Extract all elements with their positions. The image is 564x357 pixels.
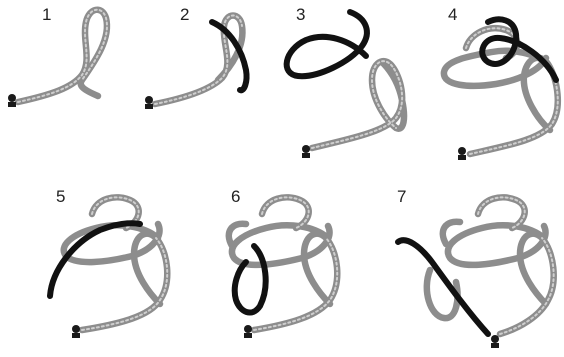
step-1-number: 1 bbox=[42, 5, 51, 24]
step-4-rope bbox=[444, 28, 558, 154]
step-3-number: 3 bbox=[296, 5, 305, 24]
step-3-rope bbox=[312, 61, 404, 148]
step-2: 2 bbox=[145, 5, 247, 109]
step-6-working-end bbox=[235, 246, 266, 313]
rope-end-pin-icon bbox=[244, 325, 252, 338]
step-5-rope bbox=[64, 197, 168, 330]
step-3: 3 bbox=[287, 5, 404, 158]
step-6-number: 6 bbox=[231, 187, 240, 206]
step-7-number: 7 bbox=[397, 187, 406, 206]
step-4: 4 bbox=[444, 5, 558, 160]
step-6: 6 bbox=[229, 187, 337, 338]
step-7: 7 bbox=[397, 187, 554, 348]
rope-end-pin-icon bbox=[72, 325, 80, 338]
rope-end-pin-icon bbox=[302, 145, 310, 158]
rope-end-pin-icon bbox=[145, 96, 153, 109]
rope-end-pin-icon bbox=[8, 94, 16, 107]
rope-end-pin-icon bbox=[491, 335, 499, 348]
step-5-number: 5 bbox=[56, 187, 65, 206]
step-7-rope bbox=[427, 197, 554, 334]
step-1: 1 bbox=[8, 5, 107, 107]
rope-end-pin-icon bbox=[458, 147, 466, 160]
step-5: 5 bbox=[50, 187, 167, 338]
step-2-rope bbox=[155, 16, 242, 105]
step-2-number: 2 bbox=[180, 5, 189, 24]
step-4-number: 4 bbox=[448, 5, 457, 24]
